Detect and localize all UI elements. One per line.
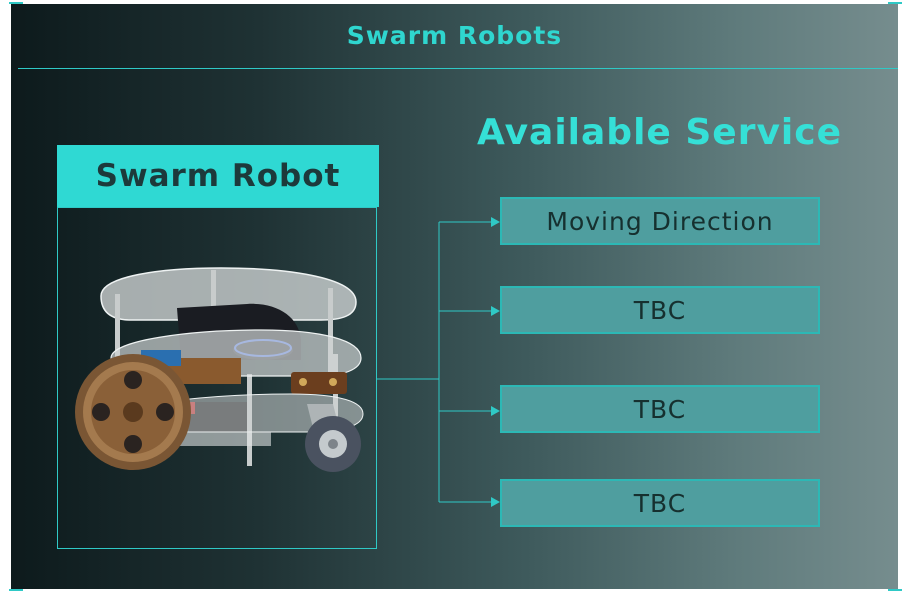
corner-accent: [888, 589, 902, 591]
page-title: Swarm Robots: [346, 21, 563, 50]
service-tbc-2: TBC: [500, 385, 820, 433]
service-tbc-3: TBC: [500, 479, 820, 527]
robot-label: Swarm Robot: [57, 145, 379, 207]
robot-image-frame: [57, 207, 377, 549]
corner-accent: [9, 589, 23, 591]
corner-accent: [9, 2, 23, 4]
corner-accent: [888, 2, 902, 4]
robot-image: [75, 267, 364, 472]
title-divider: [18, 68, 898, 69]
main-panel: Swarm Robots Available Service Swarm Rob…: [11, 4, 898, 589]
services-heading: Available Service: [477, 112, 843, 153]
service-moving-direction: Moving Direction: [500, 197, 820, 245]
connector-lines: [377, 217, 500, 507]
service-tbc-1: TBC: [500, 286, 820, 334]
